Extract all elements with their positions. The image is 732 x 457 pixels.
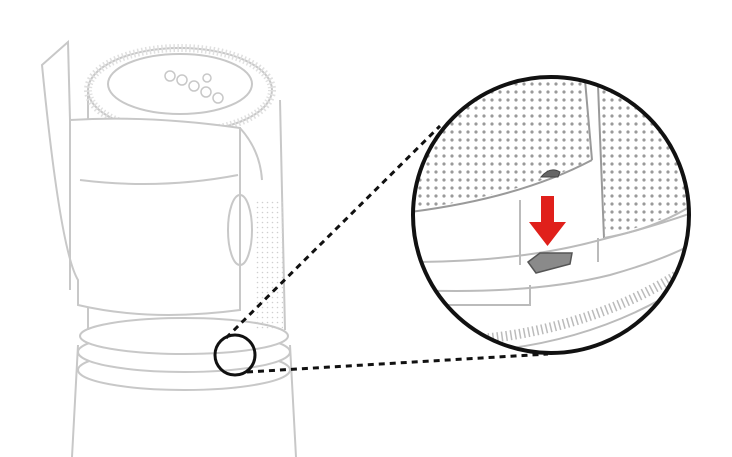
detail-marker-small [213, 333, 257, 377]
control-buttons [164, 70, 224, 104]
release-tab [526, 252, 573, 274]
slot-indicator [539, 169, 561, 178]
air-purifier-device [40, 39, 297, 457]
leader-line-bottom [246, 352, 549, 374]
down-arrow-icon [529, 196, 566, 246]
detail-magnified-view [411, 75, 691, 355]
